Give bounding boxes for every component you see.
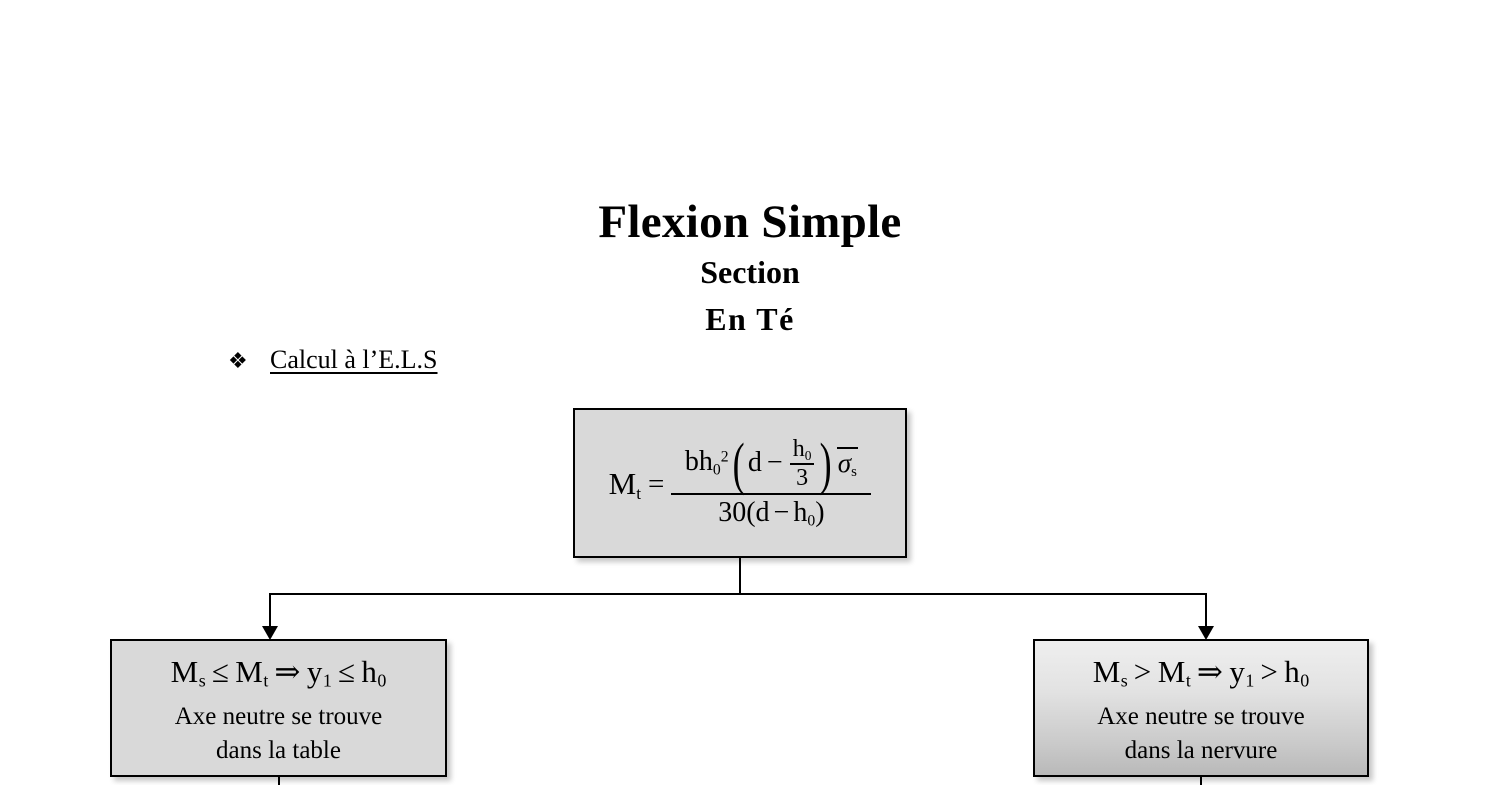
left-y-subscript: 1 bbox=[322, 670, 332, 691]
sigma-overbar bbox=[836, 446, 858, 449]
right-h: h bbox=[1284, 653, 1301, 689]
left-operator-1: ≤ bbox=[211, 653, 230, 689]
formula-expression: Mt = bh02 ( d − h0 3 ) σs bbox=[609, 430, 872, 529]
right-y: y bbox=[1229, 653, 1246, 689]
left-h-subscript: 0 bbox=[377, 670, 387, 691]
right-box-condition: Ms>Mt⇒y1>h0 bbox=[1093, 652, 1310, 700]
title-line-2: Section bbox=[700, 254, 800, 290]
numerator-minus: − bbox=[766, 447, 783, 479]
inner-fraction-bar bbox=[789, 463, 815, 466]
title-line-3: En Té bbox=[705, 301, 795, 337]
formula-fraction: bh02 ( d − h0 3 ) σs 30(d−h0 bbox=[671, 430, 872, 529]
right-y-subscript: 1 bbox=[1245, 670, 1255, 691]
connector-tail-right bbox=[1200, 777, 1202, 785]
arrow-head-left-icon bbox=[262, 626, 278, 640]
bullet-item-label: Calcul à l’E.L.S bbox=[270, 345, 438, 374]
denominator-suffix: ) bbox=[815, 497, 825, 529]
connector-down-left bbox=[269, 593, 271, 631]
left-mt-subscript: t bbox=[263, 670, 269, 691]
left-h: h bbox=[361, 653, 378, 689]
sigma-symbol-wrap: σs bbox=[837, 447, 858, 481]
sigma-symbol: σ bbox=[837, 447, 852, 478]
formula-numerator: bh02 ( d − h0 3 ) σs bbox=[681, 430, 862, 496]
left-ms: M bbox=[170, 653, 199, 689]
connector-down-right bbox=[1205, 593, 1207, 631]
right-mt-subscript: t bbox=[1185, 670, 1191, 691]
formula-fraction-bar bbox=[671, 493, 872, 496]
formula-lhs-symbol: M bbox=[608, 465, 637, 501]
left-box-caption-line-1: Axe neutre se trouve bbox=[174, 703, 383, 731]
right-box-caption-line-2: dans la nervure bbox=[1124, 737, 1278, 765]
sigma-subscript: s bbox=[851, 464, 857, 481]
formula-denominator: 30(d−h0) bbox=[714, 495, 828, 529]
right-box-caption-line-1: Axe neutre se trouve bbox=[1097, 703, 1305, 731]
left-mt: M bbox=[235, 653, 264, 689]
left-operator-2: ≤ bbox=[337, 653, 356, 689]
left-box-condition: Ms≤Mt⇒y1≤h0 bbox=[171, 652, 387, 700]
numerator-bh-term: bh02 bbox=[685, 448, 729, 478]
inner-num-subscript: 0 bbox=[804, 447, 812, 463]
inner-num-h: h bbox=[792, 435, 805, 462]
numerator-bh-superscript: 2 bbox=[720, 448, 729, 466]
left-outcome-box: Ms≤Mt⇒y1≤h0 Axe neutre se trouve dans la… bbox=[110, 639, 447, 777]
numerator-inner-fraction: h0 3 bbox=[789, 437, 815, 492]
numerator-bh: bh bbox=[684, 446, 713, 478]
numerator-close-paren: ) bbox=[820, 430, 833, 496]
sigma-bar-term: σs bbox=[836, 446, 858, 481]
left-y: y bbox=[306, 653, 323, 689]
formula-equals-sign: = bbox=[648, 467, 665, 500]
formula-lhs-subscript: t bbox=[636, 483, 642, 503]
numerator-d: d bbox=[747, 447, 762, 479]
connector-horizontal bbox=[269, 593, 1207, 595]
inner-fraction-denominator: 3 bbox=[796, 465, 809, 492]
formula-lhs: Mt bbox=[609, 464, 648, 502]
arrow-head-right-icon bbox=[1198, 626, 1214, 640]
connector-tail-left bbox=[278, 777, 280, 785]
right-outcome-box: Ms>Mt⇒y1>h0 Axe neutre se trouve dans la… bbox=[1033, 639, 1369, 777]
formula-box: Mt = bh02 ( d − h0 3 ) σs bbox=[573, 408, 907, 558]
denominator-d: d bbox=[755, 497, 770, 529]
right-operator-1: > bbox=[1133, 653, 1152, 689]
numerator-bh-subscript: 0 bbox=[712, 461, 721, 479]
bullet-item-calcul-els: ❖ Calcul à l’E.L.S bbox=[228, 344, 438, 376]
right-ms: M bbox=[1092, 653, 1121, 689]
right-ms-subscript: s bbox=[1120, 670, 1128, 691]
connector-stem bbox=[739, 558, 741, 594]
left-ms-subscript: s bbox=[198, 670, 206, 691]
title-line-1: Flexion Simple bbox=[598, 196, 902, 248]
denominator-prefix: 30( bbox=[718, 497, 756, 529]
right-implies: ⇒ bbox=[1196, 653, 1224, 689]
denominator-h-subscript: 0 bbox=[807, 512, 816, 530]
right-operator-2: > bbox=[1260, 653, 1279, 689]
denominator-minus: − bbox=[773, 497, 790, 529]
left-implies: ⇒ bbox=[274, 653, 301, 689]
right-mt: M bbox=[1157, 653, 1186, 689]
page-title: Flexion Simple Section En Té bbox=[0, 196, 1500, 342]
left-box-caption-line-2: dans la table bbox=[216, 737, 341, 765]
denominator-h: h bbox=[793, 497, 808, 529]
diamond-bullet-icon: ❖ bbox=[228, 348, 248, 373]
inner-fraction-numerator: h0 bbox=[790, 437, 815, 463]
numerator-open-paren: ( bbox=[732, 430, 745, 496]
right-h-subscript: 0 bbox=[1300, 670, 1310, 691]
